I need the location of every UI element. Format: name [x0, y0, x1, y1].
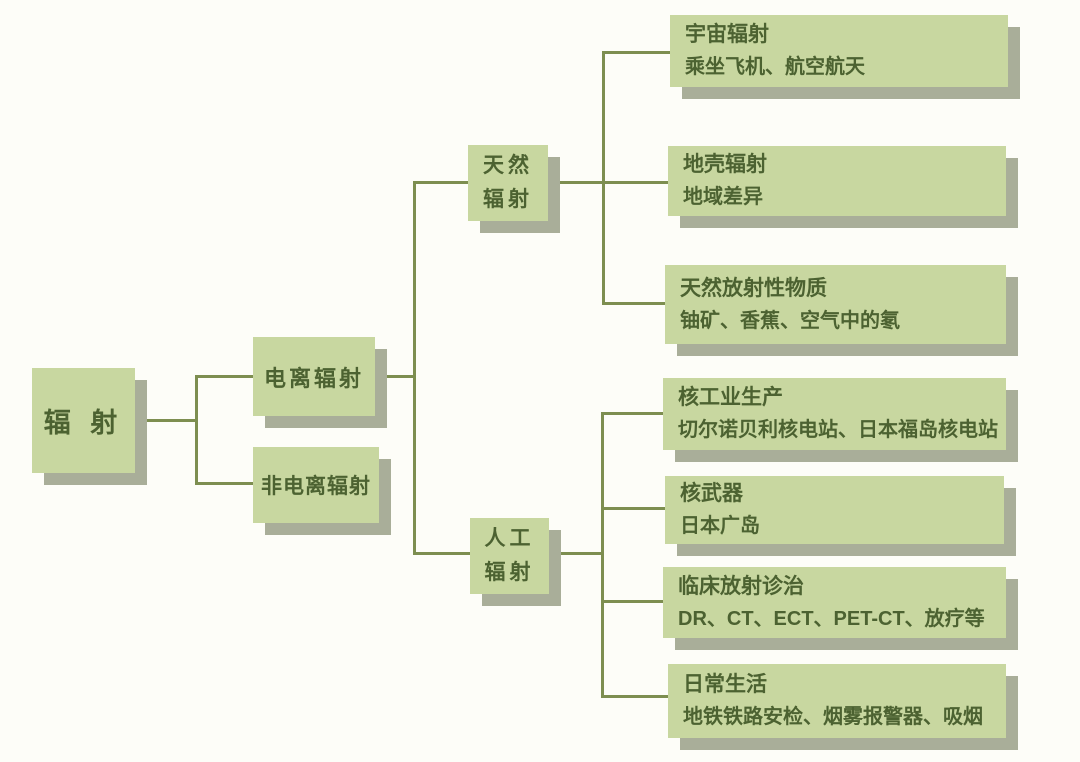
connector-hub3-to-crust: [602, 181, 670, 184]
connector-hub1-vertical: [195, 375, 198, 485]
node-crust-radiation-title: 地壳辐射: [683, 153, 767, 176]
node-nuclear-weapons-detail: 日本广岛: [680, 515, 760, 537]
node-crust-radiation-detail: 地域差异: [683, 186, 763, 208]
node-nuclear-industry: 核工业生产 切尔诺贝利核电站、日本福岛核电站: [663, 378, 1006, 450]
node-cosmic-radiation-detail: 乘坐飞机、航空航天: [685, 56, 865, 78]
node-clinical-radiology-detail: DR、CT、ECT、PET-CT、放疗等: [678, 607, 985, 630]
connector-hub2-vertical: [413, 181, 416, 555]
connector-hub3-to-cosmic: [602, 51, 672, 54]
node-daily-life-title: 日常生活: [683, 673, 767, 696]
connector-hub2-to-natural: [413, 181, 470, 184]
connector-hub4-to-clinical: [601, 600, 665, 603]
node-natural-radiation-label-line1: 天然: [483, 154, 533, 177]
node-nuclear-weapons: 核武器 日本广岛: [665, 476, 1004, 544]
node-natural-radiation: 天然 辐射: [468, 145, 548, 221]
connector-natural-to-hub3: [548, 181, 605, 184]
connector-ionizing-to-hub2: [375, 375, 415, 378]
node-daily-life: 日常生活 地铁铁路安检、烟雾报警器、吸烟: [668, 664, 1006, 738]
node-non-ionizing-radiation: 非电离辐射: [253, 447, 379, 523]
node-nuclear-industry-detail: 切尔诺贝利核电站、日本福岛核电站: [678, 419, 998, 441]
connector-hub4-to-nuclear-industry: [601, 412, 665, 415]
node-radiation-root: 辐 射: [32, 368, 135, 473]
node-ionizing-radiation-label: 电离辐射: [263, 365, 364, 391]
node-natural-radioactive-materials-title: 天然放射性物质: [680, 276, 827, 300]
node-nuclear-industry-title: 核工业生产: [678, 386, 783, 409]
connector-hub4-to-daily-life: [601, 695, 670, 698]
connector-hub4-to-nuclear-weapons: [601, 507, 667, 510]
node-artificial-radiation-label-line1: 人工: [484, 527, 535, 550]
connector-root-to-hub1: [135, 419, 197, 422]
connector-hub3-vertical: [602, 51, 605, 305]
node-cosmic-radiation: 宇宙辐射 乘坐飞机、航空航天: [670, 15, 1008, 87]
node-clinical-radiology: 临床放射诊治 DR、CT、ECT、PET-CT、放疗等: [663, 567, 1006, 638]
node-natural-radioactive-materials-detail: 铀矿、香蕉、空气中的氡: [680, 309, 900, 332]
node-radiation-root-label: 辐 射: [43, 408, 124, 438]
node-natural-radiation-label-line2: 辐射: [483, 188, 533, 211]
node-ionizing-radiation: 电离辐射: [253, 337, 375, 416]
node-cosmic-radiation-title: 宇宙辐射: [685, 23, 769, 46]
connector-hub1-to-non-ionizing: [195, 482, 255, 485]
node-crust-radiation: 地壳辐射 地域差异: [668, 146, 1006, 216]
connector-hub3-to-natural-materials: [602, 302, 667, 305]
connector-hub4-vertical: [601, 412, 604, 698]
connector-hub1-to-ionizing: [195, 375, 255, 378]
node-daily-life-detail: 地铁铁路安检、烟雾报警器、吸烟: [683, 706, 983, 728]
node-artificial-radiation: 人工 辐射: [470, 518, 549, 594]
node-non-ionizing-radiation-label: 非电离辐射: [261, 475, 371, 498]
connector-hub2-to-artificial: [413, 552, 472, 555]
node-clinical-radiology-title: 临床放射诊治: [678, 574, 804, 598]
node-natural-radioactive-materials: 天然放射性物质 铀矿、香蕉、空气中的氡: [665, 265, 1006, 344]
connector-artificial-to-hub4: [548, 552, 604, 555]
node-nuclear-weapons-title: 核武器: [680, 482, 743, 505]
node-artificial-radiation-label-line2: 辐射: [484, 561, 535, 584]
